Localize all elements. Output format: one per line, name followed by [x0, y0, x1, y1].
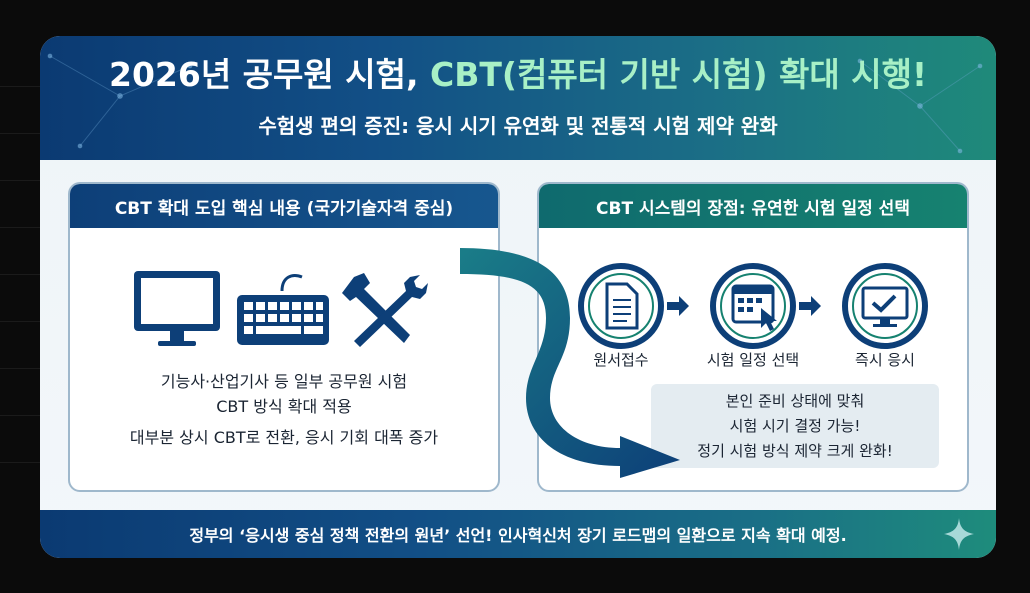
left-panel: CBT 확대 도입 핵심 내용 (국가기술자격 중심)	[68, 182, 500, 492]
left-line-3: 대부분 상시 CBT로 전환, 응시 기회 대폭 증가	[129, 428, 439, 447]
document-icon	[578, 263, 664, 349]
benefit-line-1: 본인 준비 상태에 맞춰	[725, 392, 865, 410]
left-panel-title: CBT 확대 도입 핵심 내용 (국가기술자격 중심)	[70, 184, 498, 228]
infographic-image: 2026년 공무원 시험, CBT(컴퓨터 기반 시험) 확대 시행! 수험생 …	[40, 36, 996, 558]
step-label-apply: 원서접수	[593, 351, 649, 369]
step-label-schedule: 시험 일정 선택	[706, 351, 800, 369]
cbt-icons	[134, 271, 428, 347]
footer-text: 정부의 ‘응시생 중심 정책 전환의 원년’ 선언! 인사혁신처 장기 로드맵의…	[189, 526, 847, 545]
benefit-line-2: 시험 시기 결정 가능!	[729, 417, 861, 435]
calendar-icon	[710, 263, 796, 349]
keyboard-icon	[237, 274, 329, 345]
background-ui-bottom	[0, 562, 1030, 593]
header-banner: 2026년 공무원 시험, CBT(컴퓨터 기반 시험) 확대 시행! 수험생 …	[40, 36, 996, 160]
tools-icon	[342, 273, 428, 347]
page-title: 2026년 공무원 시험, CBT(컴퓨터 기반 시험) 확대 시행!	[40, 48, 996, 96]
background-ui	[0, 0, 1030, 36]
step-arrow-2	[799, 296, 821, 316]
step-label-take-exam: 즉시 응시	[855, 351, 915, 369]
sparkle-icon	[944, 518, 974, 550]
monitor-icon	[134, 271, 220, 346]
benefit-box: 본인 준비 상태에 맞춰 시험 시기 결정 가능! 정기 시험 방식 제약 크게…	[651, 384, 939, 468]
network-pattern	[47, 53, 983, 154]
benefit-line-3: 정기 시험 방식 제약 크게 완화!	[697, 442, 893, 460]
background-dividers	[0, 40, 40, 560]
footer-banner: 정부의 ‘응시생 중심 정책 전환의 원년’ 선언! 인사혁신처 장기 로드맵의…	[40, 510, 996, 558]
monitor-check-icon	[842, 263, 928, 349]
title-highlight: CBT(컴퓨터 기반 시험) 확대 시행!	[430, 55, 928, 94]
left-line-2: CBT 방식 확대 적용	[216, 397, 352, 416]
right-panel: CBT 시스템의 장점: 유연한 시험 일정 선택	[537, 182, 969, 492]
step-arrow-1	[667, 296, 689, 316]
title-main: 2026년 공무원 시험,	[108, 55, 430, 94]
page-subtitle: 수험생 편의 증진: 응시 시기 유연화 및 전통적 시험 제약 완화	[258, 114, 778, 138]
left-line-1: 기능사·산업기사 등 일부 공무원 시험	[160, 372, 408, 391]
right-panel-title: CBT 시스템의 장점: 유연한 시험 일정 선택	[539, 184, 967, 228]
